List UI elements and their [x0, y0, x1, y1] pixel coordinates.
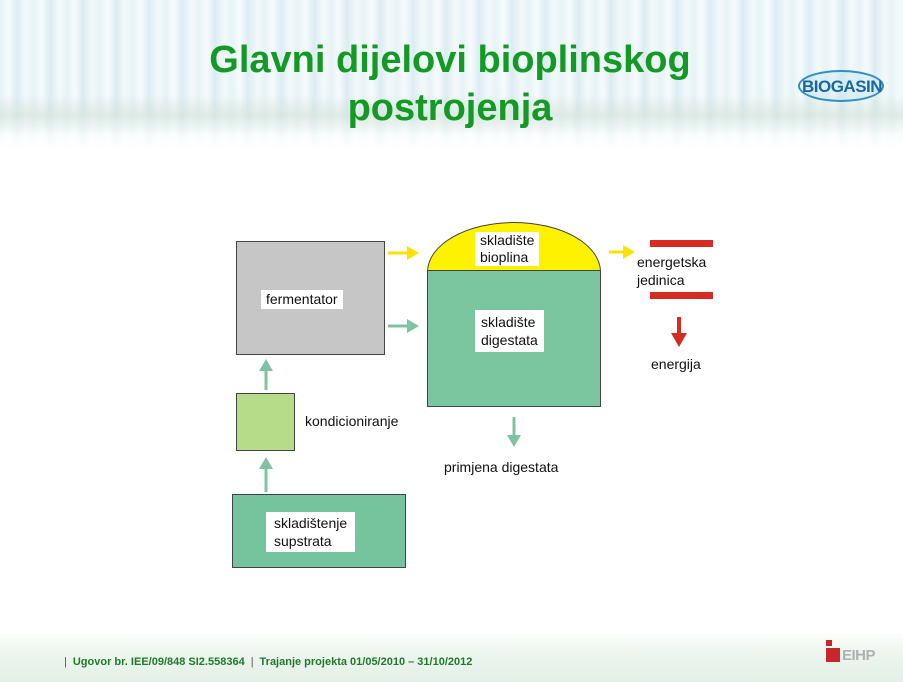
footer-contract: Ugovor br. IEE/09/848 SI2.558364 — [72, 656, 245, 668]
arrow-energetska-to-energija — [671, 317, 687, 347]
arrow-bioplin-to-energetska — [609, 245, 635, 259]
energetska-line-1: energetska — [637, 254, 707, 270]
digestat-line-1: skladište — [481, 314, 536, 330]
arrow-digestat-to-primjena — [507, 417, 521, 447]
fermentator-label: fermentator — [261, 290, 343, 309]
arrow-supstrat-to-kondicioniranje — [259, 457, 273, 492]
energetska-line-2: jedinica — [637, 272, 685, 288]
energy-unit-bar-top — [650, 240, 713, 247]
digestat-line-2: digestata — [481, 332, 538, 348]
header-background — [0, 0, 903, 150]
title-line-1: Glavni dijelovi bioplinskog — [209, 39, 691, 81]
bioplin-line-1: skladište — [480, 232, 535, 248]
title-line-2: postrojenja — [347, 87, 553, 129]
eihp-logo-square — [826, 648, 840, 662]
skladistenje-line-2: supstrata — [274, 533, 332, 549]
skladistenje-line-1: skladištenje — [274, 515, 348, 531]
arrow-kondicioniranje-to-fermentator — [259, 359, 273, 390]
logo-ring — [798, 70, 884, 102]
eihp-logo-mark — [826, 640, 832, 646]
footer-duration: Trajanje projekta 01/05/2010 – 31/10/201… — [259, 656, 473, 668]
bioplin-label: skladište bioplina — [475, 232, 540, 266]
eihp-logo: EIHP — [826, 640, 890, 666]
logo-text: BIOGASIN — [801, 77, 883, 96]
digestat-label: skladište digestata — [475, 310, 544, 352]
footer-separator: | — [64, 656, 67, 668]
slide-title: Glavni dijelovi bioplinskog postrojenja — [170, 36, 730, 132]
footer-text: | Ugovor br. IEE/09/848 SI2.558364 | Trajan… — [58, 656, 472, 668]
energetska-jedinica-label: energetska jedinica — [637, 253, 706, 289]
arrow-fermentator-to-digestat — [388, 319, 419, 333]
kondicioniranje-box — [236, 393, 295, 451]
energija-label: energija — [651, 356, 701, 372]
primjena-digestata-label: primjena digestata — [444, 459, 559, 475]
biogasin-logo: BIOGASIN — [796, 66, 888, 106]
skladistenje-supstrata-label: skladištenje supstrata — [266, 512, 356, 552]
footer-background — [0, 630, 903, 682]
arrow-fermentator-to-bioplin — [388, 246, 419, 260]
energy-unit-bar-bottom — [650, 292, 713, 299]
footer-separator: | — [250, 656, 254, 668]
bioplin-line-2: bioplina — [480, 249, 529, 265]
eihp-logo-text: EIHP — [842, 647, 876, 664]
kondicioniranje-label: kondicioniranje — [305, 413, 399, 429]
